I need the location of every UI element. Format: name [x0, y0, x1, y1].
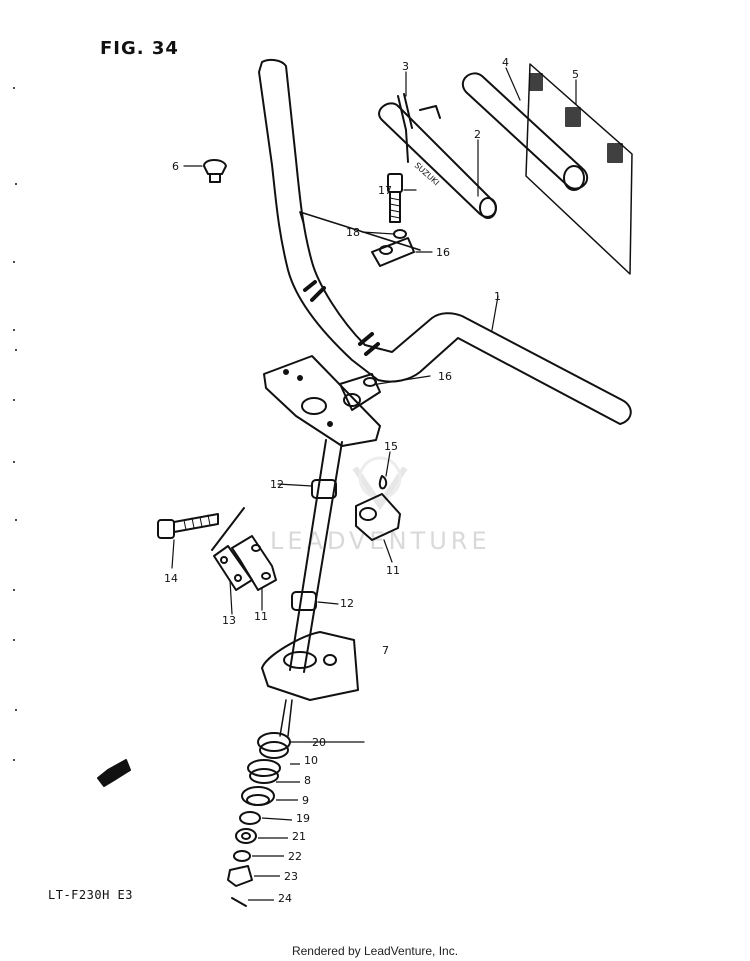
callout-15: 15	[384, 440, 398, 453]
callout-17: 17	[378, 184, 392, 197]
leader-lines	[171, 67, 577, 743]
leadventure-logo-icon	[352, 456, 408, 511]
holder-bolt	[371, 173, 415, 267]
callout-12-lower: 12	[340, 597, 354, 610]
callout-22: 22	[288, 850, 302, 863]
callout-20: 20	[312, 736, 326, 749]
watermark-text: LEADVENTURE	[270, 527, 491, 555]
callout-2: 2	[474, 128, 481, 141]
callout-18: 18	[346, 226, 360, 239]
front-direction-arrow-icon	[97, 759, 131, 787]
stack-leaders	[248, 741, 308, 901]
callout-11-right: 11	[386, 564, 400, 577]
callout-14: 14	[164, 572, 178, 585]
right-holder	[355, 475, 401, 541]
model-code: LT-F230H E3	[48, 888, 133, 902]
end-cap	[203, 159, 227, 183]
lower-bracket	[261, 631, 359, 701]
svg-text:SUZUKI: SUZUKI	[413, 161, 441, 188]
handlebar	[258, 58, 632, 425]
callout-labels: 1 2 3 4 5 6 7 8 9 10 11 11 12 12 13 14 1…	[164, 56, 579, 905]
callout-13: 13	[222, 614, 236, 627]
callout-7: 7	[382, 644, 389, 657]
callout-3: 3	[402, 60, 409, 73]
callout-11-left: 11	[254, 610, 268, 623]
handlebar-pad	[461, 63, 633, 275]
left-bolt-holder	[157, 507, 277, 591]
footer-credit: Rendered by LeadVenture, Inc.	[291, 944, 459, 958]
steering-plate	[263, 355, 381, 447]
callout-5: 5	[572, 68, 579, 81]
callout-4: 4	[502, 56, 509, 69]
callout-24: 24	[278, 892, 292, 905]
callout-9: 9	[302, 794, 309, 807]
callout-10: 10	[304, 754, 318, 767]
scan-specks	[13, 87, 17, 761]
callout-23: 23	[284, 870, 298, 883]
callout-12-upper: 12	[270, 478, 284, 491]
callout-6: 6	[172, 160, 179, 173]
callout-8: 8	[304, 774, 311, 787]
callout-19: 19	[296, 812, 310, 825]
callout-21: 21	[292, 830, 306, 843]
callout-1: 1	[494, 290, 501, 303]
callout-16-lower: 16	[438, 370, 452, 383]
bearing-stack	[227, 732, 291, 907]
grip-band	[397, 93, 441, 163]
callout-16-upper: 16	[436, 246, 450, 259]
figure-title: FIG. 34	[100, 38, 179, 59]
